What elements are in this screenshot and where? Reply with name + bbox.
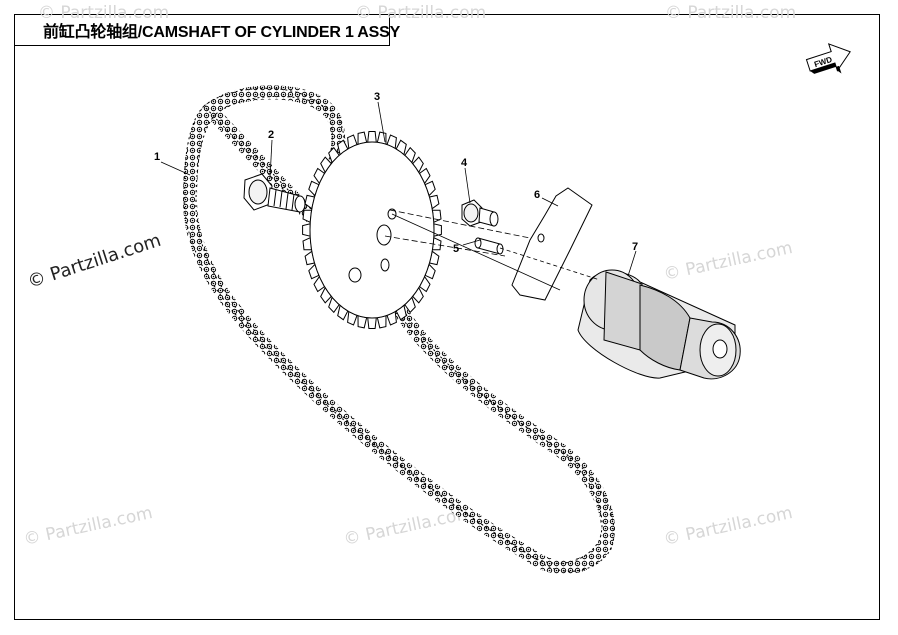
bolt-part-2: [243, 173, 306, 213]
plate: [511, 187, 593, 301]
watermark-text: © Partzilla.com: [662, 238, 794, 285]
drawing-frame: [14, 14, 880, 620]
sprocket-tooth: [367, 317, 377, 329]
watermark-text: © Partzilla.com: [22, 503, 154, 550]
camshaft: [577, 269, 741, 380]
sprocket-tooth: [302, 223, 311, 237]
page-title: 前缸凸轮轴组/CAMSHAFT OF CYLINDER 1 ASSY: [43, 24, 401, 41]
watermark-text: © Partzilla.com: [355, 3, 486, 23]
callout-5: 5: [453, 243, 459, 255]
sprocket-tooth: [367, 131, 377, 143]
watermark-main: © Partzilla.com: [25, 230, 164, 293]
callout-2: 2: [268, 129, 274, 141]
axis-lines: [384, 209, 601, 291]
watermark-text: © Partzilla.com: [665, 3, 796, 23]
callout-4: 4: [461, 157, 468, 169]
callout-3: 3: [374, 91, 380, 103]
callout-numbers: 1 2 3 4 5 6 7: [154, 91, 638, 255]
leader-lines: [160, 101, 637, 277]
watermark-text: © Partzilla.com: [662, 503, 794, 550]
callout-7: 7: [632, 241, 638, 253]
watermark-text: © Partzilla.com: [38, 3, 169, 23]
bolt-part-4: [461, 199, 499, 227]
callout-1: 1: [154, 151, 160, 163]
fwd-arrow-icon: FWD: [805, 43, 851, 74]
cam-sprocket: [302, 131, 442, 329]
title-box: 前缸凸轮轴组/CAMSHAFT OF CYLINDER 1 ASSY: [14, 14, 400, 46]
callout-6: 6: [534, 189, 540, 201]
